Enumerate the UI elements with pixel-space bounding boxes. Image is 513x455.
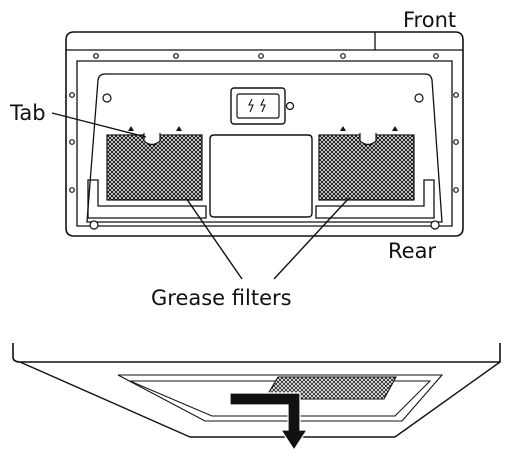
filter-rail	[315, 179, 435, 219]
tab-label: Tab	[9, 101, 46, 125]
filter-mesh	[318, 134, 415, 201]
screw	[340, 53, 346, 59]
corner-hole	[89, 220, 99, 230]
hood-inner-tray	[86, 73, 443, 223]
hood-profile-outline	[12, 343, 501, 363]
screw	[433, 53, 439, 59]
hood-inner-panel-profile	[117, 374, 444, 422]
light-cover-lens	[236, 93, 280, 119]
grease-filters-label: Grease filters	[151, 286, 292, 310]
hood-profile-underside	[19, 361, 191, 438]
hood-inner-panel	[76, 60, 453, 227]
corner-hole	[414, 93, 424, 103]
screw	[453, 187, 459, 193]
hood-underside-view: Front Tab Rear Grease filters	[9, 8, 464, 310]
filter-mesh	[106, 134, 203, 201]
corner-hole	[102, 93, 112, 103]
grease-filter-leader-left	[185, 197, 243, 280]
airflow-arrow-icon	[229, 392, 309, 452]
grease-filter-leader-right	[273, 197, 350, 280]
hood-profile-view	[12, 343, 501, 452]
rear-label: Rear	[388, 239, 436, 263]
arrow-marker-icon	[176, 126, 182, 131]
grease-filter-left	[87, 126, 207, 219]
filter-tab	[359, 133, 377, 146]
arrow-marker-icon	[128, 126, 134, 131]
screw	[173, 53, 179, 59]
hood-profile-front-edge	[394, 361, 501, 438]
grease-filter-right	[315, 126, 435, 219]
tab-leader-line	[51, 112, 147, 138]
light-cover-frame	[230, 87, 286, 125]
arrow-marker-icon	[340, 126, 346, 131]
light-cover	[230, 87, 295, 125]
screw	[453, 92, 459, 98]
filter-rail	[87, 179, 207, 219]
light-glint-icon	[248, 98, 266, 113]
screw	[453, 139, 459, 145]
screw	[69, 139, 75, 145]
front-label: Front	[403, 8, 456, 32]
center-blower-plate	[209, 134, 313, 218]
screw	[258, 53, 264, 59]
screw	[93, 53, 99, 59]
filter-tab	[143, 133, 161, 146]
light-cover-screw	[285, 101, 295, 111]
screws	[69, 53, 459, 230]
arrow-marker-icon	[392, 126, 398, 131]
screw	[69, 187, 75, 193]
screw	[69, 92, 75, 98]
corner-hole	[430, 220, 440, 230]
